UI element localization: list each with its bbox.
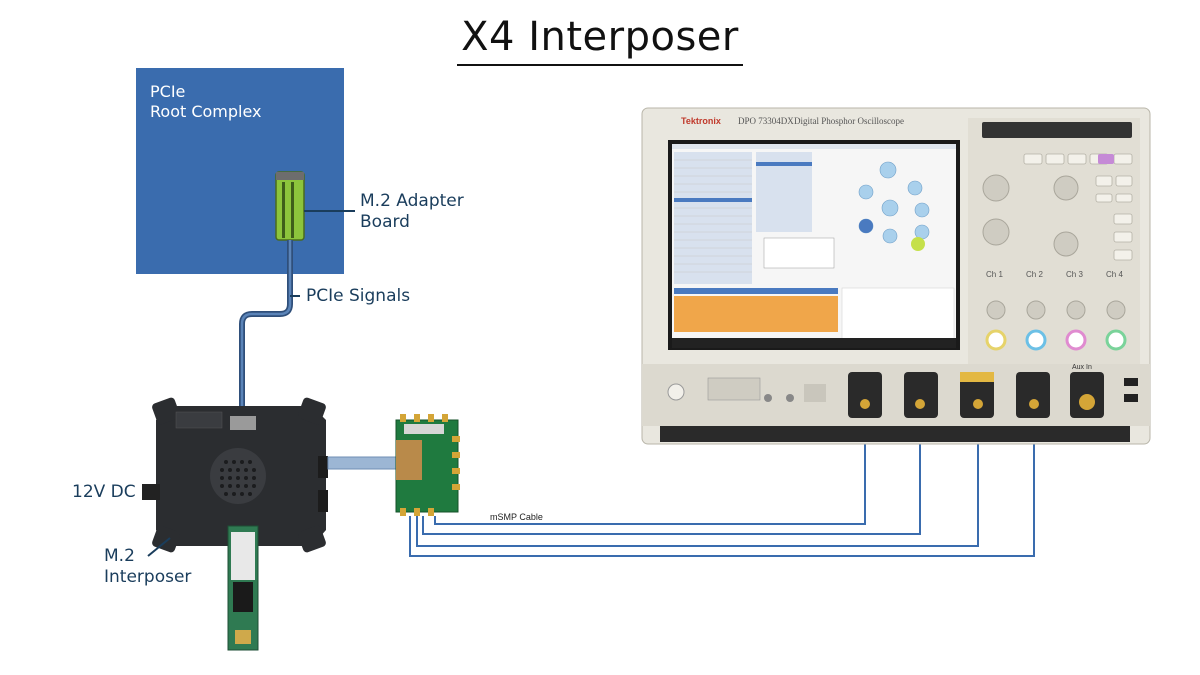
- pcie-cable: [239, 240, 293, 418]
- m2-interposer-card: [227, 525, 259, 651]
- interposer-label: M.2 Interposer: [104, 546, 191, 588]
- power-label: 12V DC: [72, 482, 136, 502]
- page-title: X4 Interposer: [0, 14, 1200, 66]
- scope-ch4-label: Ch 4: [1106, 270, 1123, 279]
- interposer-leader-line: [147, 537, 171, 557]
- scope-ch2-label: Ch 2: [1026, 270, 1043, 279]
- interposer-label-line2: Interposer: [104, 567, 192, 587]
- scope-aux-label: Aux In: [1072, 364, 1092, 371]
- adapter-label-line2: Board: [360, 212, 410, 232]
- scope-ch3-label: Ch 3: [1066, 270, 1083, 279]
- m2-adapter-board: [275, 171, 305, 241]
- scope-model-suffix: Digital Phosphor Oscilloscope: [794, 116, 904, 126]
- adapter-label-line1: M.2 Adapter: [360, 191, 464, 211]
- root-complex-box: [136, 68, 344, 274]
- scope-model: DPO 73304DX: [738, 116, 794, 126]
- scope-brand: Tektronix: [681, 116, 721, 126]
- root-complex-label: PCIe Root Complex: [150, 82, 262, 122]
- adapter-label: M.2 Adapter Board: [360, 191, 464, 233]
- msmp-cables: [409, 416, 1035, 557]
- root-complex-label-line1: PCIe: [150, 82, 186, 101]
- ribbon-cable: [327, 456, 399, 470]
- scope-ch1-label: Ch 1: [986, 270, 1003, 279]
- smp-breakout-board: [395, 414, 460, 516]
- pcie-signals-label: PCIe Signals: [306, 286, 411, 306]
- root-complex-label-line2: Root Complex: [150, 102, 262, 121]
- cable-label: mSMP Cable: [490, 512, 543, 522]
- dc-power-connector: [142, 484, 160, 500]
- oscilloscope: [641, 107, 1151, 445]
- interposer-label-line1: M.2: [104, 546, 135, 566]
- interposer-enclosure: [152, 397, 328, 553]
